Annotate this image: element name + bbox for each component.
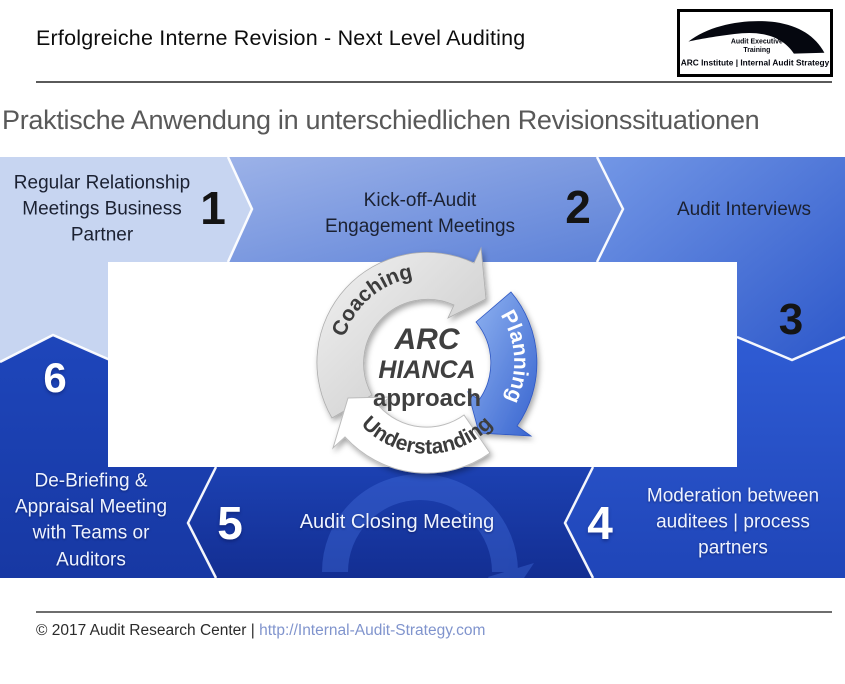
logo-line2: Training	[743, 47, 770, 54]
step3-label: Audit Interviews	[676, 198, 812, 220]
step6-number: 6	[43, 354, 67, 401]
cycle-watermark-icon	[322, 473, 534, 578]
cycle-arrows	[316, 246, 538, 474]
chevron-separators	[0, 157, 845, 579]
step4-label: Moderation between auditees | process pa…	[646, 485, 820, 560]
step1-shape	[0, 157, 252, 362]
revision-cycle-diagram: Coaching Planning Understanding ARC HIAN…	[0, 157, 845, 579]
step2-number: 2	[565, 181, 591, 233]
footer-divider	[36, 611, 832, 613]
logo-line3: ARC Institute | Internal Audit Strategy	[681, 58, 830, 68]
header-divider	[36, 81, 832, 83]
page-title: Praktische Anwendung in unterschiedliche…	[2, 105, 760, 135]
planning-arrow-icon	[467, 291, 538, 437]
step1-label: Regular Relationship Meetings Business P…	[13, 172, 191, 247]
step3-shape	[597, 157, 845, 360]
step2-shape	[228, 157, 623, 262]
center-text-approach: approach	[373, 385, 481, 412]
chevron-cycle-graphic: Coaching Planning Understanding ARC HIAN…	[0, 157, 845, 579]
bridge-logo-icon: Audit Executive Training ARC Institute |…	[681, 21, 830, 68]
center-text-arc: ARC	[394, 323, 461, 356]
footer-link[interactable]: http://Internal-Audit-Strategy.com	[259, 622, 486, 639]
copyright-text: © 2017 Audit Research Center |	[36, 622, 260, 639]
step5-number: 5	[217, 497, 243, 549]
step5-shape	[188, 467, 593, 578]
understanding-arrow-icon	[331, 396, 491, 474]
step4-number: 4	[587, 497, 613, 549]
step6-label: De-Briefing & Appraisal Meeting with Tea…	[14, 470, 168, 571]
coaching-arrow-icon	[316, 246, 487, 419]
arc-institute-logo: Audit Executive Training ARC Institute |…	[677, 9, 833, 77]
footer-copyright: © 2017 Audit Research Center | http://In…	[36, 622, 485, 640]
logo-line1: Audit Executive	[731, 38, 783, 45]
step2-label: Kick-off-Audit Engagement Meetings	[324, 189, 516, 237]
header-title: Erfolgreiche Interne Revision - Next Lev…	[36, 26, 526, 50]
step3-number: 3	[778, 295, 804, 344]
center-text-hianca: HIANCA	[378, 356, 475, 384]
step1-number: 1	[200, 182, 226, 234]
step5-label: Audit Closing Meeting	[299, 511, 495, 534]
step4-shape	[565, 337, 845, 578]
